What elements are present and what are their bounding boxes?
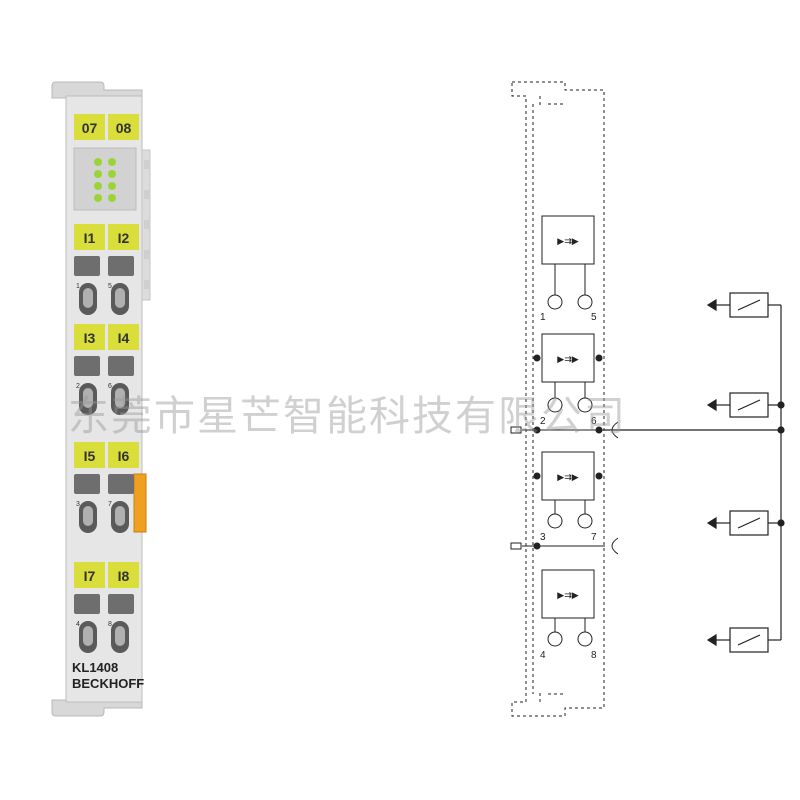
- optocoupler-box: [541, 569, 595, 619]
- pin-number: 2: [540, 416, 546, 427]
- led-window: [73, 147, 137, 211]
- model-label: KL1408: [72, 660, 118, 675]
- release-slot[interactable]: [74, 474, 100, 494]
- arrow-left-icon: [706, 516, 717, 530]
- terminal-module: 07 08 I1 I2 1 5 I3: [51, 81, 151, 717]
- optocoupler-icon: ▶⇉▶: [557, 590, 578, 600]
- channel-label-left: I5: [84, 448, 96, 464]
- terminal-contact: [547, 513, 563, 529]
- schematic-channel: ▶⇉▶ 4 8: [540, 569, 597, 661]
- bottom-rail-clip: [51, 699, 143, 717]
- pin-number: 5: [108, 283, 112, 290]
- led-indicators: [94, 158, 116, 202]
- release-slot[interactable]: [108, 256, 134, 276]
- top-label-left: 07: [82, 120, 98, 136]
- pin-number: 4: [540, 650, 546, 661]
- power-contact: [510, 542, 522, 550]
- input-switch: [706, 292, 781, 318]
- pin-number: 2: [76, 383, 80, 390]
- channel-label-right: I8: [118, 568, 130, 584]
- channel-block: I1 I2 1 5: [74, 224, 139, 315]
- pin-number: 1: [76, 283, 80, 290]
- channel-block: I3 I4 2 6: [74, 324, 139, 415]
- input-switch: [706, 627, 781, 653]
- pin-number: 8: [591, 650, 597, 661]
- channel-label-left: I1: [84, 230, 96, 246]
- pin-number: 6: [108, 383, 112, 390]
- release-slot[interactable]: [108, 356, 134, 376]
- arrow-left-icon: [706, 398, 717, 412]
- brand-label: BECKHOFF: [72, 676, 144, 691]
- schematic-channel: ▶⇉▶ 1 5: [540, 215, 597, 323]
- pin-number: 1: [540, 312, 546, 323]
- terminal-contact: [547, 397, 563, 413]
- power-contact-tab: [133, 473, 147, 533]
- top-label-right: 08: [116, 120, 132, 136]
- top-label-left-box: [74, 114, 105, 140]
- schematic-channel: ▶⇉▶ 3 7: [533, 451, 603, 543]
- schematic-housing-outline: [511, 81, 605, 717]
- optocoupler-icon: ▶⇉▶: [557, 472, 578, 482]
- pin-number: 8: [108, 621, 112, 628]
- channel-label-right: I4: [118, 330, 130, 346]
- input-switch: [706, 510, 785, 536]
- pin-number: 6: [591, 416, 597, 427]
- optocoupler-icon: ▶⇉▶: [557, 354, 578, 364]
- terminal-contact: [547, 294, 563, 310]
- schematic-channel: ▶⇉▶ 2 6: [533, 333, 603, 427]
- release-slot[interactable]: [108, 474, 134, 494]
- channel-label-left: I3: [84, 330, 96, 346]
- top-label-right-box: [108, 114, 139, 140]
- arrow-left-icon: [706, 298, 717, 312]
- release-slot[interactable]: [74, 594, 100, 614]
- channel-block: I7 I8 4 8: [74, 562, 139, 653]
- optocoupler-box: [541, 451, 595, 501]
- pin-number: 7: [108, 501, 112, 508]
- terminal-contact: [577, 513, 593, 529]
- power-contact: [510, 426, 522, 434]
- pin-number: 5: [591, 312, 597, 323]
- terminal-contact: [577, 294, 593, 310]
- release-slot[interactable]: [74, 256, 100, 276]
- terminal-contact: [577, 631, 593, 647]
- side-contacts: [144, 160, 149, 289]
- optocoupler-box: [541, 333, 595, 383]
- top-rail-clip: [51, 81, 143, 99]
- release-slot[interactable]: [74, 356, 100, 376]
- power-contact-spring: [611, 537, 619, 555]
- terminal-contact: [547, 631, 563, 647]
- release-slot[interactable]: [108, 594, 134, 614]
- pin-number: 4: [76, 621, 80, 628]
- schematic-diagram: ▶⇉▶ 1 5 ▶⇉▶ 2 6 ▶⇉▶: [510, 81, 619, 717]
- pin-number: 3: [540, 532, 546, 543]
- arrow-left-icon: [706, 633, 717, 647]
- pin-number: 7: [591, 532, 597, 543]
- optocoupler-box: [541, 215, 595, 265]
- optocoupler-icon: ▶⇉▶: [557, 236, 578, 246]
- terminal-contact: [577, 397, 593, 413]
- pin-number: 3: [76, 501, 80, 508]
- switch-inputs: [605, 292, 785, 653]
- channel-label-right: I2: [118, 230, 130, 246]
- channel-label-right: I6: [118, 448, 130, 464]
- input-switch: [706, 392, 785, 418]
- channel-label-left: I7: [84, 568, 96, 584]
- channel-block: I5 I6 3 7: [74, 442, 139, 533]
